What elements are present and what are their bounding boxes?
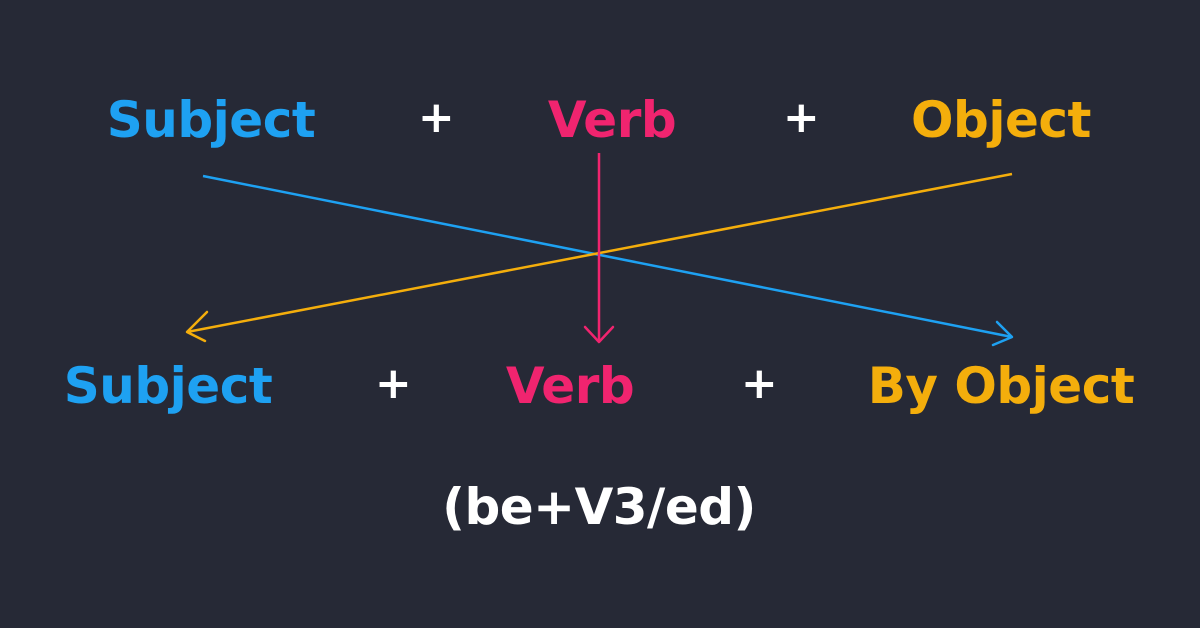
active-plus-1: + [417,92,455,143]
active-object: Object [911,91,1091,149]
subject-to-object-arrowhead [991,320,1014,347]
verb-to-verb-arrowhead [583,325,615,344]
active-plus-2: + [782,92,820,143]
active-subject: Subject [106,91,316,149]
passive-verb-form: (be+V3/ed) [442,478,756,536]
subject-to-object-line [202,174,1013,339]
passive-by-object: By Object [867,357,1135,415]
passive-subject: Subject [63,357,273,415]
passive-verb: Verb [505,357,635,415]
passive-plus-1: + [374,358,412,409]
object-to-subject-arrowhead [185,310,209,343]
passive-plus-2: + [740,358,778,409]
active-verb: Verb [547,91,677,149]
